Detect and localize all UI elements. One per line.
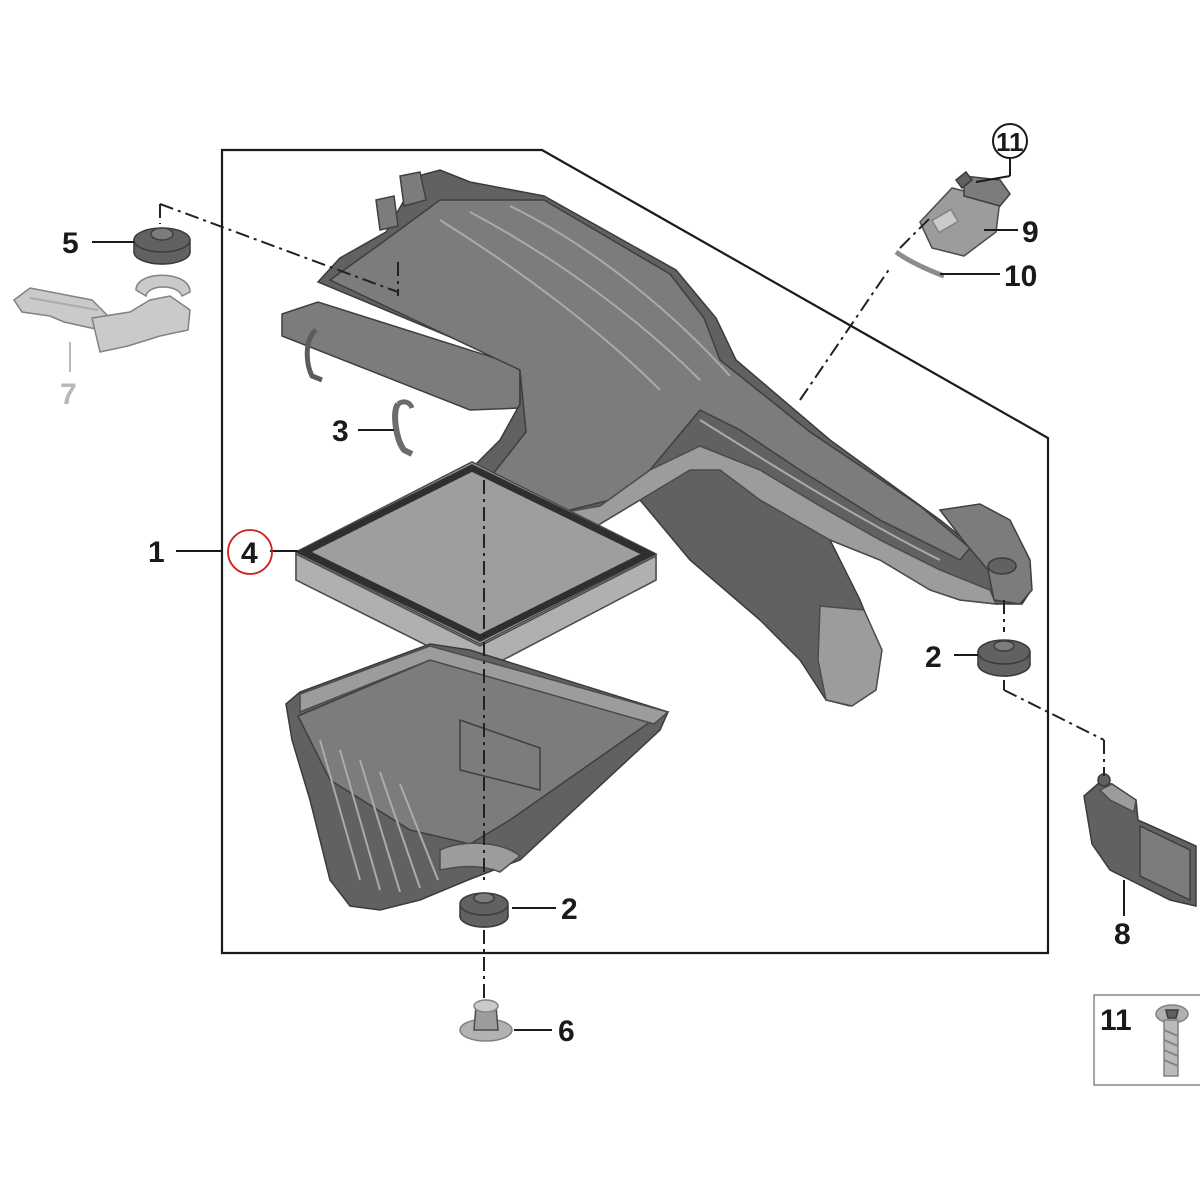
grommet-part-5 xyxy=(133,227,191,265)
callout-9: 9 xyxy=(1022,216,1039,249)
callout-8: 8 xyxy=(1114,918,1131,951)
housing-cover xyxy=(281,169,1033,707)
callout-3: 3 xyxy=(332,415,349,448)
callout-2-right: 2 xyxy=(925,641,942,674)
callout-6: 6 xyxy=(558,1015,575,1048)
air-filter-part-4 xyxy=(294,461,658,673)
callout-4: 4 xyxy=(241,537,258,570)
clip-part-3 xyxy=(392,399,415,457)
highlight-ring xyxy=(227,529,273,575)
callout-1: 1 xyxy=(148,536,165,569)
callout-11: 11 xyxy=(996,127,1024,157)
bracket-part-7 xyxy=(12,274,191,353)
callout-7: 7 xyxy=(60,378,77,411)
assembly-lines xyxy=(159,203,1105,1000)
grommet-part-2-lower xyxy=(459,892,509,928)
screw-part-6 xyxy=(459,999,513,1042)
leader-lines xyxy=(69,158,1125,1031)
housing-lower-box xyxy=(285,643,670,911)
callout-11-ring xyxy=(992,123,1028,159)
sensor-part-9 xyxy=(919,170,1011,257)
callouts: 1 4 5 7 3 2 2 6 8 9 10 11 11 xyxy=(60,123,1132,1048)
bracket-part-8 xyxy=(1083,773,1197,907)
oring-part-10 xyxy=(894,249,945,279)
legend-box-11 xyxy=(1093,994,1200,1086)
callout-10: 10 xyxy=(1004,260,1037,293)
callout-5: 5 xyxy=(62,227,79,260)
grommet-part-2-right xyxy=(977,639,1031,677)
callout-2-lower: 2 xyxy=(561,893,578,926)
assembly-frame xyxy=(220,148,1050,955)
legend-label-11: 11 xyxy=(1100,1004,1132,1037)
